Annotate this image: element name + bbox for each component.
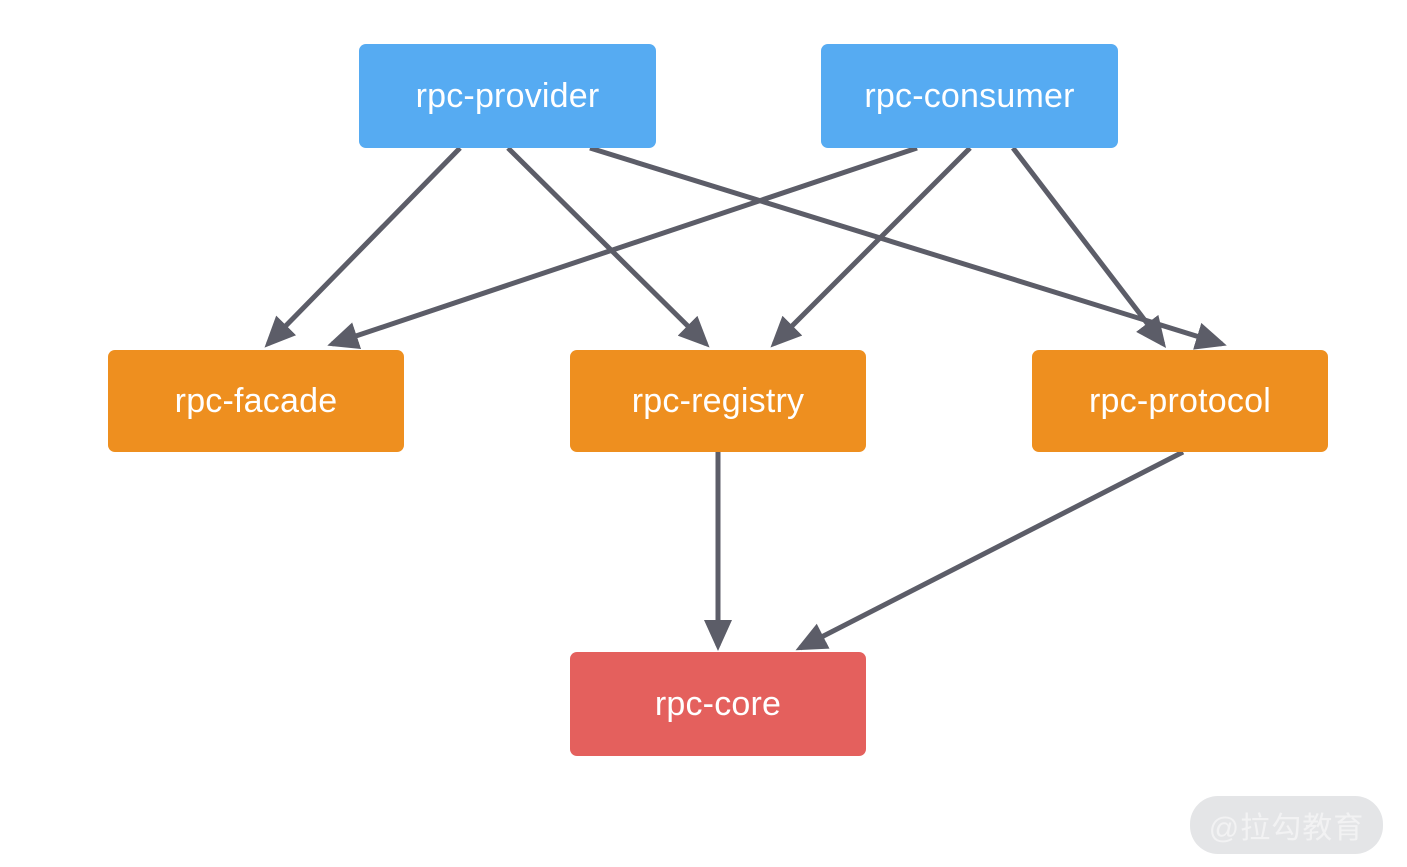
edge-group [264,145,1227,652]
edge-rpc-provider-to-rpc-registry [506,146,710,348]
node-rpc-protocol[interactable]: rpc-protocol [1032,350,1328,452]
edge-rpc-consumer-to-rpc-facade [327,145,918,350]
node-label-rpc-provider: rpc-provider [415,76,600,115]
edge-rpc-provider-to-rpc-protocol [589,145,1227,350]
node-rpc-facade[interactable]: rpc-facade [108,350,404,452]
edge-rpc-consumer-to-rpc-registry [770,146,972,348]
edge-rpc-provider-to-rpc-facade [264,146,462,348]
node-rpc-provider[interactable]: rpc-provider [359,44,656,148]
watermark-text: @拉勾教育 [1208,812,1365,845]
edge-rpc-consumer-to-rpc-protocol [1011,146,1167,348]
watermark-badge: @拉勾教育 [1190,796,1383,854]
node-rpc-core[interactable]: rpc-core [570,652,866,756]
node-rpc-consumer[interactable]: rpc-consumer [821,44,1118,148]
node-label-rpc-registry: rpc-registry [631,381,805,420]
node-label-rpc-facade: rpc-facade [174,381,338,420]
node-label-rpc-consumer: rpc-consumer [864,76,1075,115]
node-label-rpc-core: rpc-core [654,684,782,723]
node-rpc-registry[interactable]: rpc-registry [570,350,866,452]
edge-rpc-protocol-to-rpc-core [795,449,1185,651]
node-label-rpc-protocol: rpc-protocol [1089,381,1271,420]
